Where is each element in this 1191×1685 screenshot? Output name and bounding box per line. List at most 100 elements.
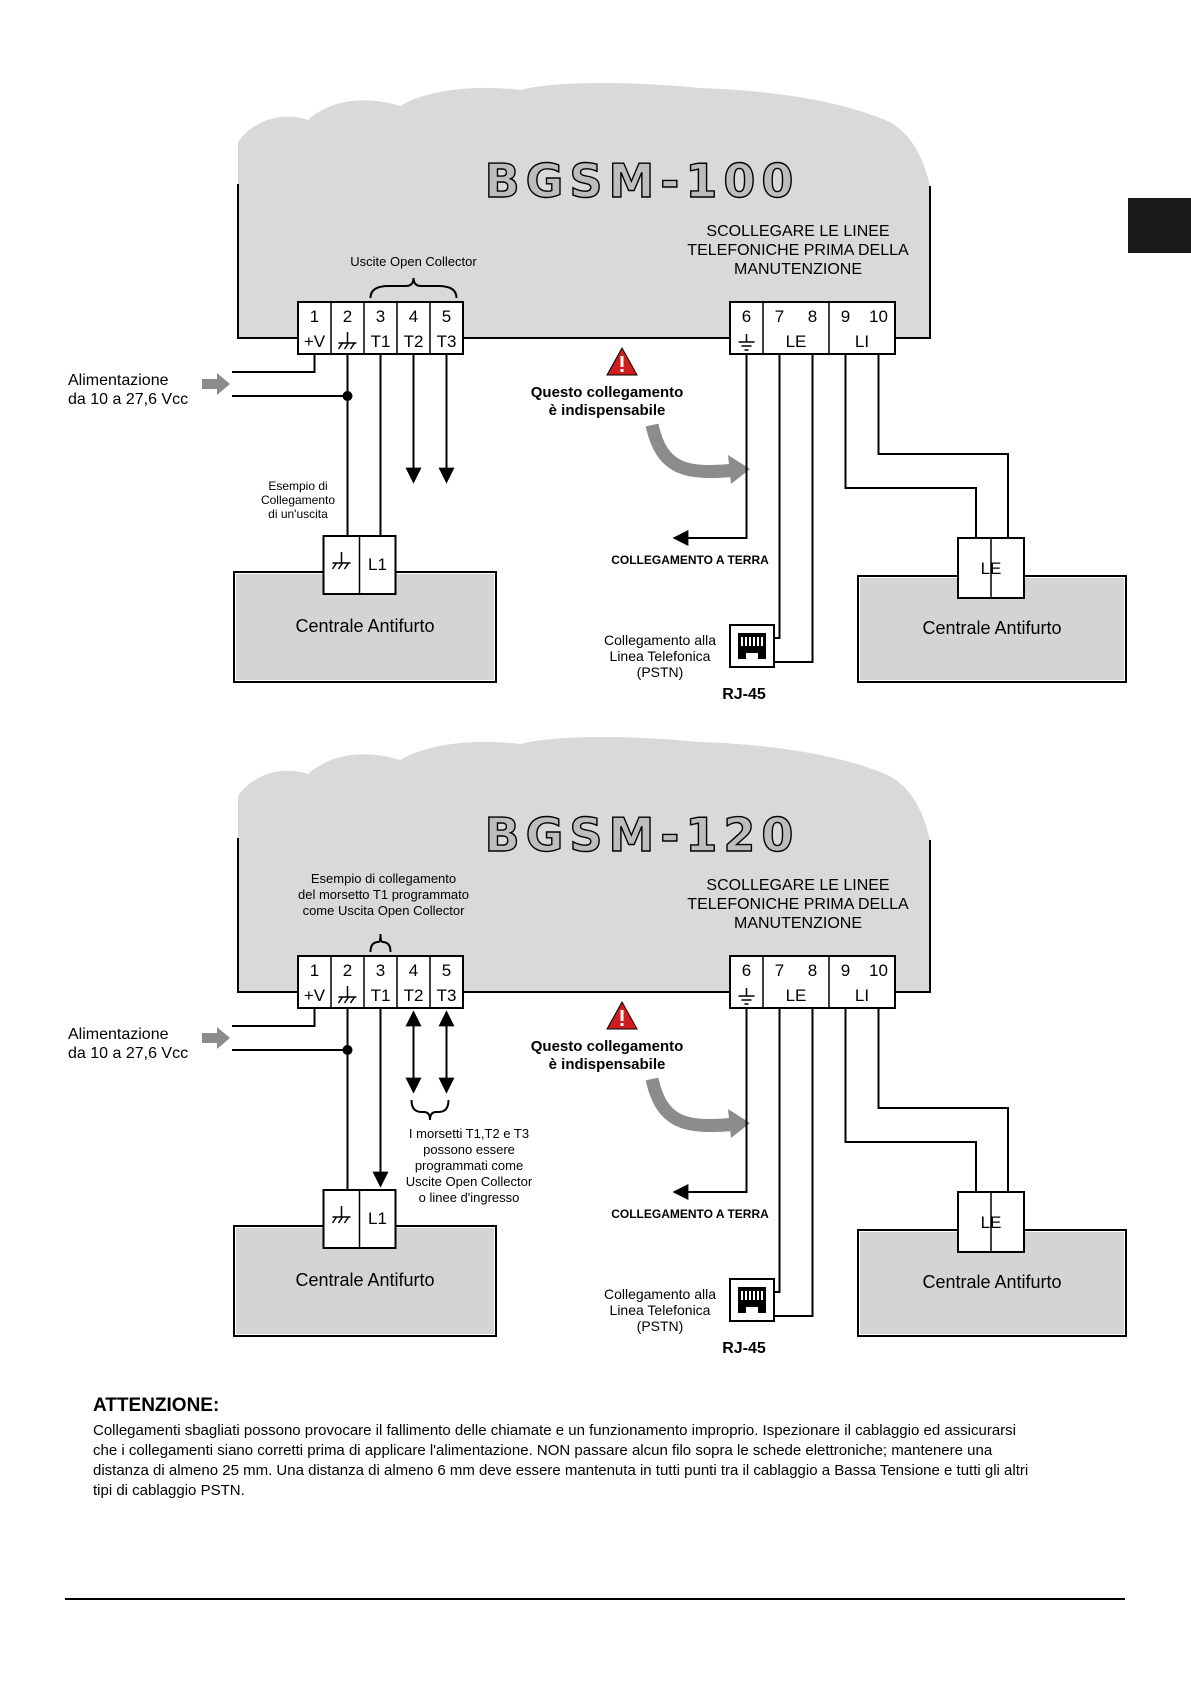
- power-input-arrow: [202, 1027, 230, 1049]
- outputs-brace: [369, 277, 458, 299]
- earth-ground-icon: [738, 334, 755, 351]
- terminal-label: +V: [304, 986, 326, 1005]
- terminal-group-label: LI: [855, 986, 869, 1005]
- terminal-block-left: [297, 955, 464, 1009]
- rj45-label: RJ-45: [722, 686, 766, 703]
- terminal-block-left: [297, 301, 464, 355]
- power-input-arrow: [202, 373, 230, 395]
- alarm-panel-label: Centrale Antifurto: [922, 618, 1061, 638]
- alarm-panel-label: Centrale Antifurto: [295, 1270, 434, 1290]
- wire-li-b: [877, 1008, 1009, 1192]
- warning-icon: [606, 1000, 638, 1030]
- phone-line-label: Linea Telefonica: [610, 1302, 711, 1318]
- io-programmable-label: possono essere: [423, 1142, 515, 1157]
- output-example-brace: [369, 933, 392, 953]
- phone-line-label: Linea Telefonica: [610, 648, 711, 664]
- device-panel: [238, 83, 930, 338]
- device-panel: [238, 737, 930, 992]
- terminal-number: 9: [841, 961, 850, 980]
- wire-earth: [672, 1008, 748, 1200]
- alarm-terminal-label: LE: [981, 559, 1002, 578]
- terminal-block-right: [729, 301, 896, 355]
- chassis-ground-icon: [331, 552, 351, 570]
- footer-rule: [65, 1598, 1125, 1600]
- terminal-group-label: LE: [786, 332, 807, 351]
- io-programmable-label: Uscite Open Collector: [406, 1174, 533, 1189]
- power-supply-label: Alimentazione: [68, 1026, 169, 1043]
- terminal-group-label: LI: [855, 332, 869, 351]
- terminal-number: 1: [310, 307, 319, 326]
- earth-connection-label: COLLEGAMENTO A TERRA: [611, 553, 769, 567]
- required-connection-label: è indispensabile: [549, 1056, 666, 1073]
- chassis-ground-icon: [331, 1206, 351, 1224]
- maintenance-warning-text: MANUTENZIONE: [734, 261, 862, 278]
- chassis-ground-icon: [337, 332, 357, 350]
- alarm-panel-label: Centrale Antifurto: [922, 1272, 1061, 1292]
- terminal-group-label: LE: [786, 986, 807, 1005]
- device-title: BGSM-100: [485, 154, 800, 208]
- terminal-number: 3: [376, 961, 385, 980]
- attention-title: ATTENZIONE:: [93, 1395, 220, 1416]
- terminal-number: 8: [808, 307, 817, 326]
- section-tab-marker: [1128, 198, 1191, 253]
- wire-line-le-a: [774, 354, 781, 639]
- power-supply-label: da 10 a 27,6 Vcc: [68, 1045, 188, 1062]
- terminal-label: +V: [304, 332, 326, 351]
- terminal-number: 3: [376, 307, 385, 326]
- outputs-label: Uscite Open Collector: [350, 254, 477, 269]
- device-title: BGSM-120: [485, 808, 800, 862]
- chassis-ground-icon: [337, 986, 357, 1004]
- wire-plus-v: [232, 1008, 316, 1027]
- terminal-number: 9: [841, 307, 850, 326]
- output-example-label: Esempio di collegamento: [311, 871, 456, 886]
- terminal-number: 7: [775, 307, 784, 326]
- wire-earth: [672, 354, 748, 546]
- output-example-label: di un'uscita: [268, 507, 328, 521]
- terminal-number: 5: [442, 307, 451, 326]
- maintenance-warning-text: MANUTENZIONE: [734, 915, 862, 932]
- alarm-terminal-label: L1: [368, 1209, 387, 1228]
- earth-ground-icon: [738, 988, 755, 1005]
- rj45-jack-icon: [729, 624, 775, 668]
- rj45-jack-icon: [729, 1278, 775, 1322]
- phone-line-label: Collegamento alla: [604, 1286, 716, 1302]
- attention-body: Collegamenti sbagliati possono provocare…: [93, 1422, 1029, 1499]
- terminal-number: 6: [742, 961, 751, 980]
- terminal-label: T2: [404, 986, 424, 1005]
- terminal-number: 1: [310, 961, 319, 980]
- terminal-label: T3: [437, 986, 457, 1005]
- panel-outline: [237, 184, 931, 339]
- io-programmable-label: o linee d'ingresso: [419, 1190, 520, 1205]
- output-example-label: Collegamento: [261, 493, 335, 507]
- required-connection-label: Questo collegamento: [531, 1038, 684, 1055]
- output-example-label: del morsetto T1 programmato: [298, 887, 469, 902]
- phone-line-label: (PSTN): [637, 1318, 684, 1334]
- alarm-panel-label: Centrale Antifurto: [295, 616, 434, 636]
- phone-line-label: Collegamento alla: [604, 632, 716, 648]
- wire-line-le-b: [774, 1008, 814, 1317]
- alarm-terminal-label: LE: [981, 1213, 1002, 1232]
- warning-icon: [606, 346, 638, 376]
- terminal-number: 2: [343, 307, 352, 326]
- output-example-label: come Uscita Open Collector: [303, 903, 466, 918]
- maintenance-warning-text: SCOLLEGARE LE LINEE: [706, 223, 889, 240]
- required-arrow: [645, 1077, 737, 1133]
- terminal-label: T1: [371, 332, 391, 351]
- terminal-number: 2: [343, 961, 352, 980]
- io-programmable-label: programmati come: [415, 1158, 523, 1173]
- terminal-number: 10: [869, 307, 888, 326]
- terminal-block-right: [729, 955, 896, 1009]
- panel-outline: [237, 838, 931, 993]
- maintenance-warning-text: SCOLLEGARE LE LINEE: [706, 877, 889, 894]
- maintenance-warning-text: TELEFONICHE PRIMA DELLA: [687, 242, 909, 259]
- terminal-number: 10: [869, 961, 888, 980]
- terminal-label: T2: [404, 332, 424, 351]
- maintenance-warning-text: TELEFONICHE PRIMA DELLA: [687, 896, 909, 913]
- terminal-number: 6: [742, 307, 751, 326]
- output-example-label: Esempio di: [268, 479, 327, 493]
- wire-line-le-b: [774, 354, 814, 663]
- terminal-number: 8: [808, 961, 817, 980]
- io-brace: [410, 1099, 450, 1121]
